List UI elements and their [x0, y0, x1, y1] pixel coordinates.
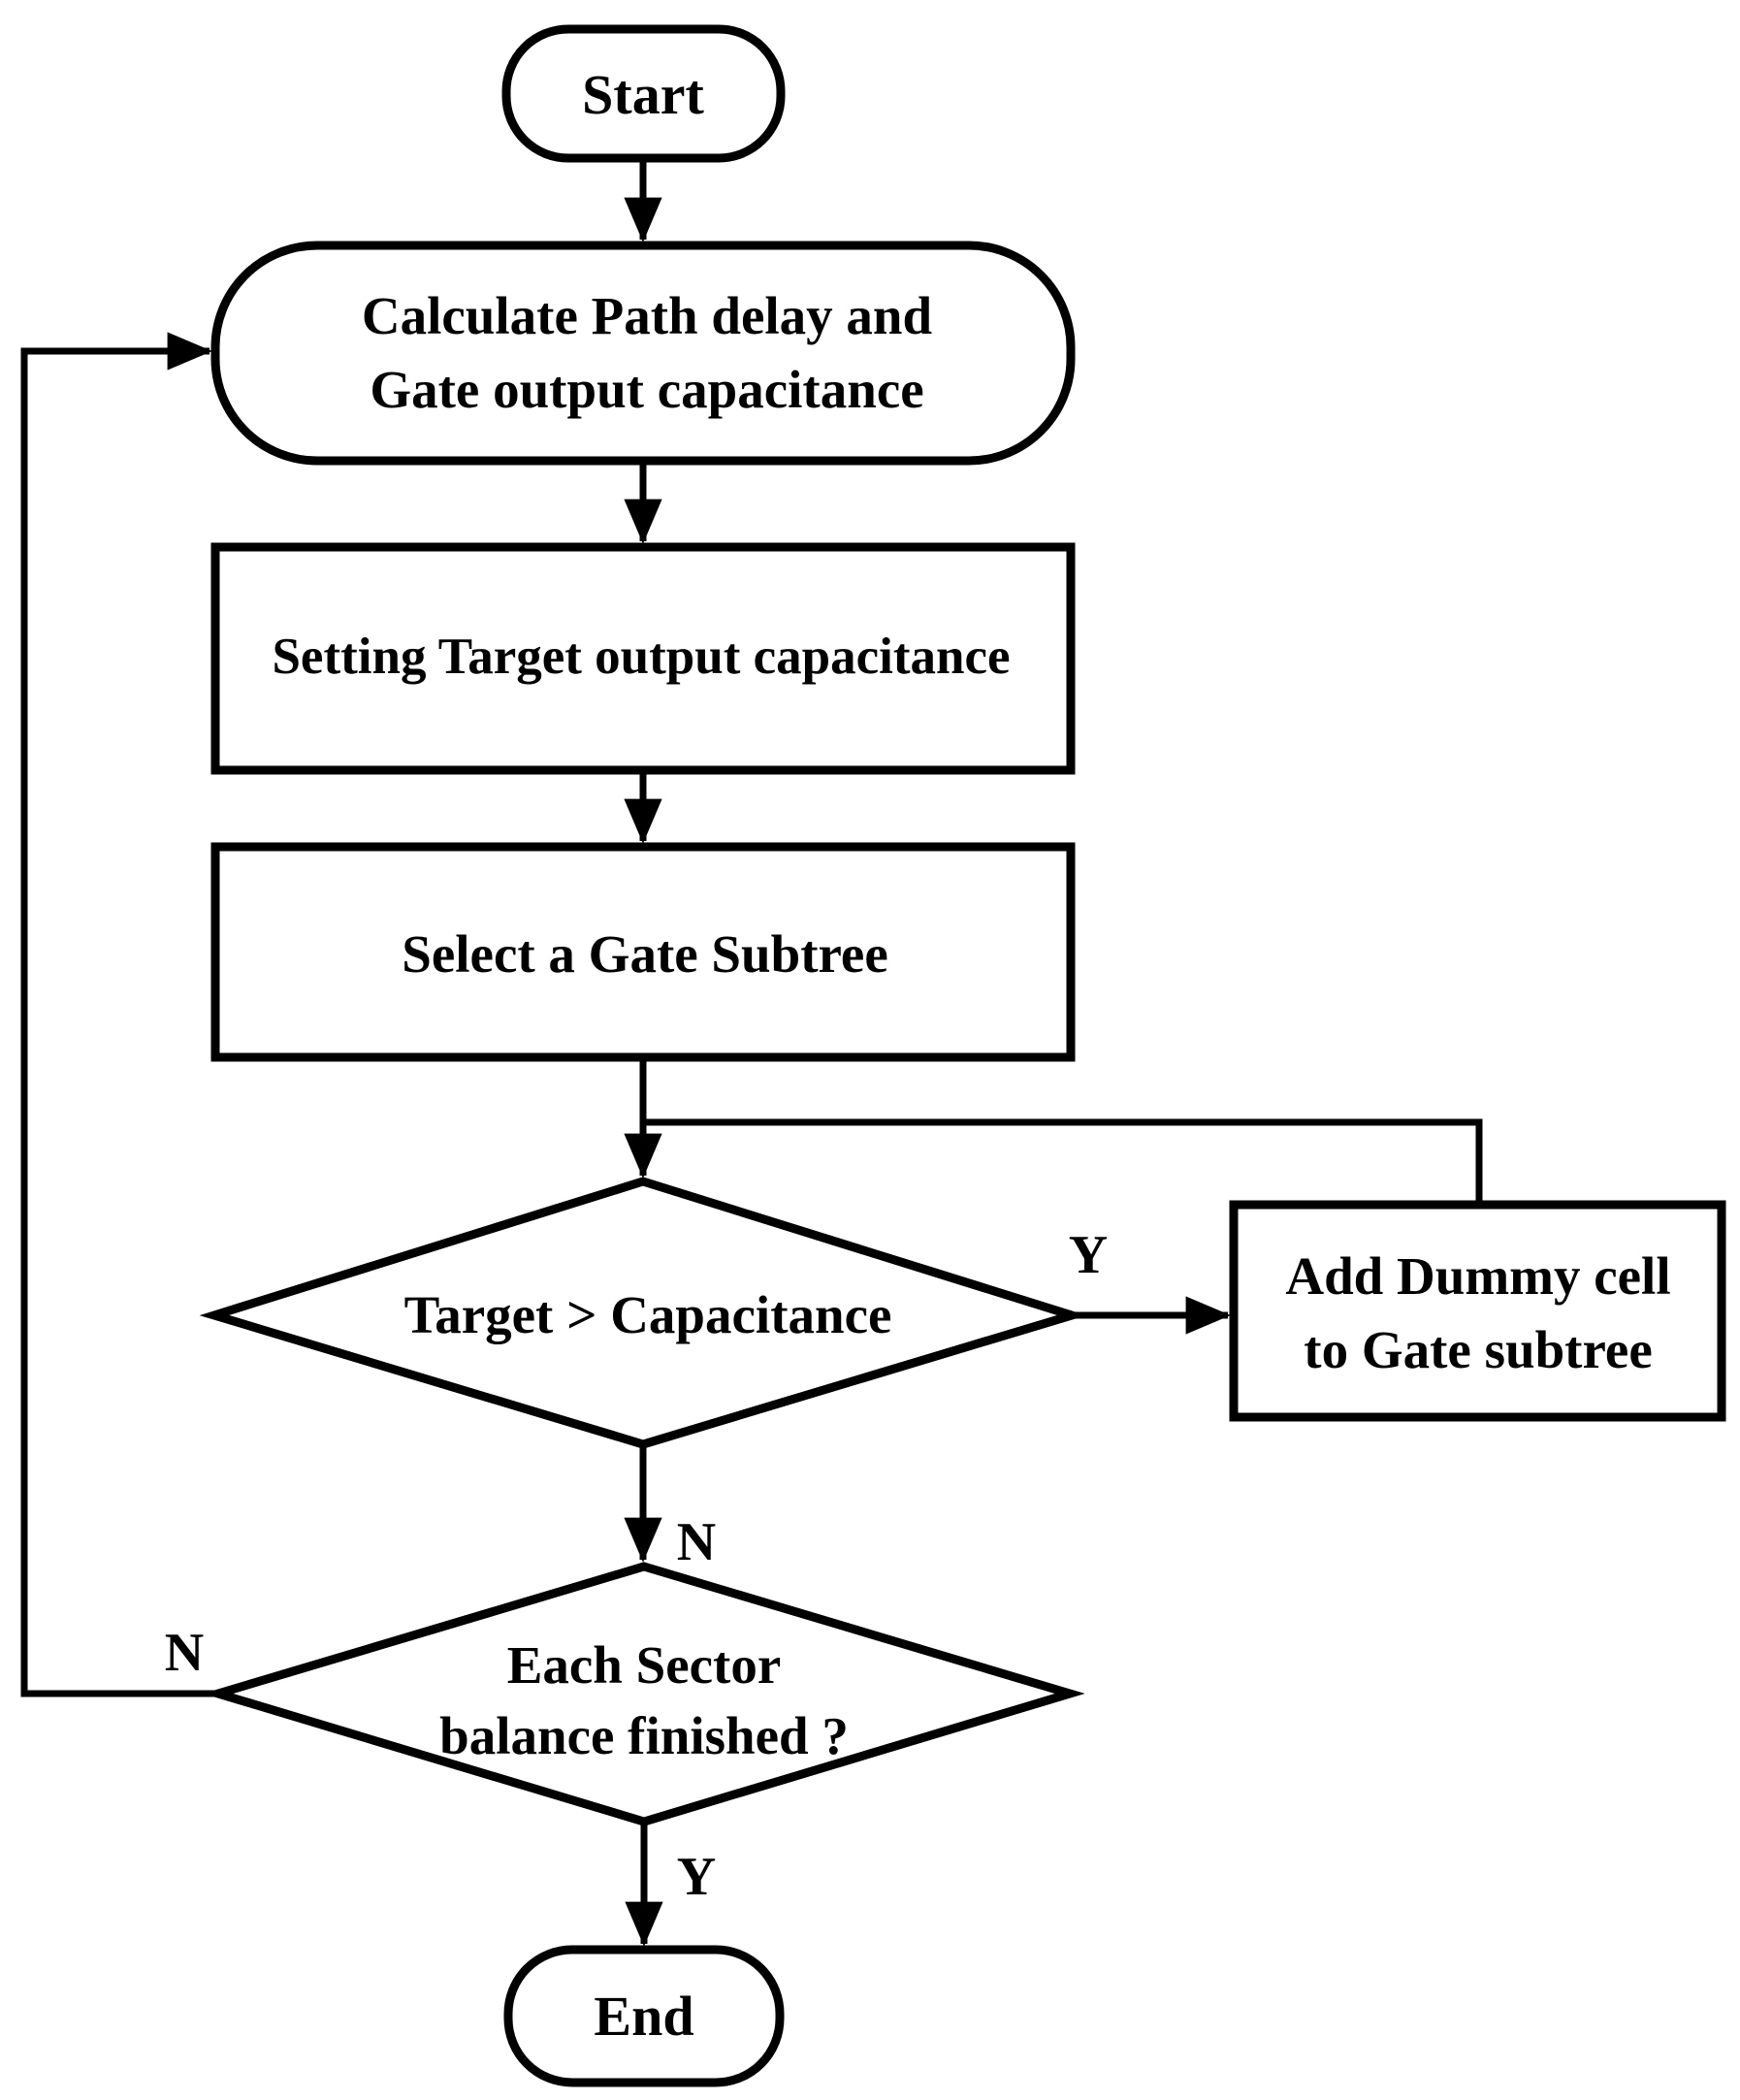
- target-check-label: Target > Capacitance: [404, 1285, 892, 1344]
- branch-label-sector-yes: Y: [677, 1847, 716, 1907]
- end-terminator-shape: [503, 1945, 785, 2087]
- add-dummy-process-shape: [1229, 1200, 1726, 1422]
- target-check-decision-shape: [199, 1177, 1087, 1449]
- edge-sector-no-loopback: [20, 332, 218, 1697]
- add-dummy-label-line2: to Gate subtree: [1304, 1320, 1652, 1379]
- branch-label-sector-no: N: [165, 1623, 204, 1683]
- node-end: End: [503, 1945, 785, 2087]
- branch-label-target-yes: Y: [1069, 1225, 1108, 1285]
- start-terminator-shape: [501, 24, 786, 163]
- setting-label: Setting Target output capacitance: [272, 629, 1010, 685]
- add-dummy-label-line1: Add Dummy cell: [1285, 1246, 1670, 1306]
- sector-check-label-line1: Each Sector: [507, 1635, 782, 1695]
- node-target-check: Target > Capacitance: [199, 1177, 1087, 1449]
- select-label: Select a Gate Subtree: [402, 924, 888, 984]
- branch-label-target-no: N: [677, 1512, 716, 1572]
- sector-check-decision-shape: [203, 1562, 1085, 1826]
- node-select: Select a Gate Subtree: [210, 842, 1076, 1062]
- calculate-label-line1: Calculate Path delay and: [362, 286, 932, 345]
- calculate-rounded-shape: [210, 241, 1076, 466]
- node-add-dummy: Add Dummy cell to Gate subtree: [1229, 1200, 1726, 1422]
- node-sector-check: Each Sector balance finished ?: [203, 1562, 1085, 1826]
- node-calculate: Calculate Path delay and Gate output cap…: [210, 241, 1076, 466]
- select-process-shape: [210, 842, 1076, 1062]
- edge-add-dummy-loopback: [643, 1118, 1483, 1205]
- calculate-label-line2: Gate output capacitance: [370, 360, 923, 419]
- end-label: End: [594, 1985, 693, 2048]
- setting-process-shape: [210, 542, 1076, 775]
- start-label: Start: [582, 63, 704, 126]
- node-start: Start: [501, 24, 786, 163]
- node-setting: Setting Target output capacitance: [210, 542, 1076, 775]
- sector-check-label-line2: balance finished ?: [439, 1706, 849, 1765]
